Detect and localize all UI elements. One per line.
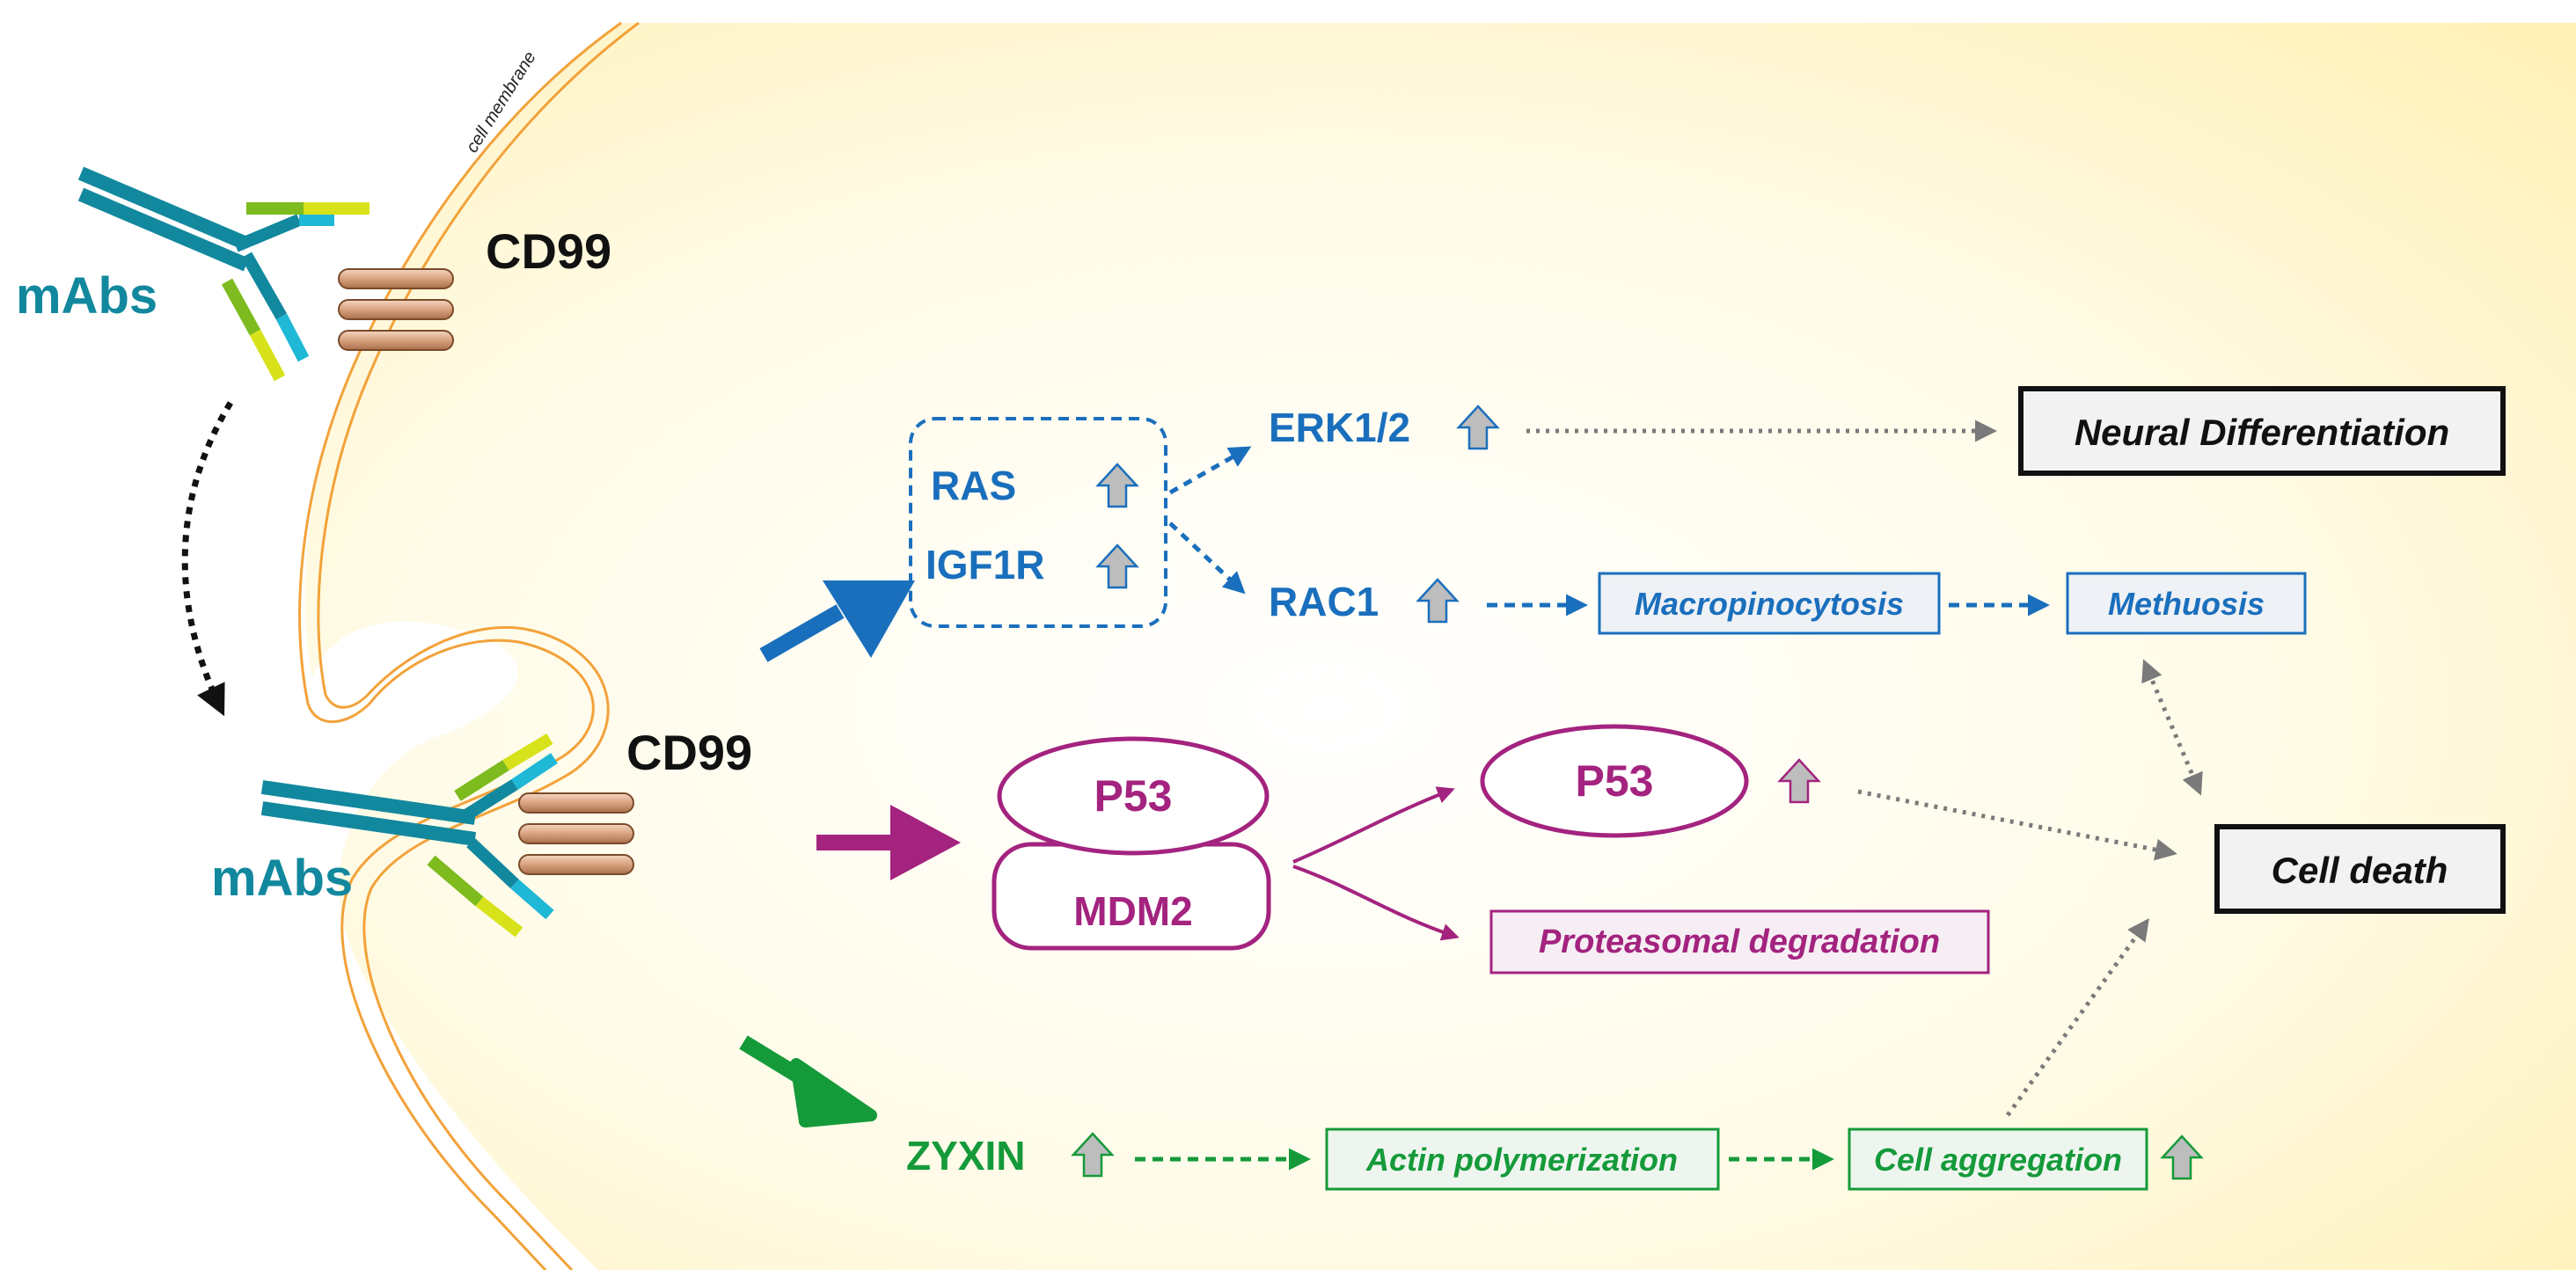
antibody-icon-top <box>77 166 370 382</box>
actin-polymerization-box <box>1325 1128 1720 1191</box>
p53-free-label: P53 <box>1576 756 1654 806</box>
arrow-to-proteasomal <box>1292 865 1460 941</box>
methuosis-cell-death-link <box>2141 659 2203 796</box>
methuosis-box <box>2066 572 2307 635</box>
ras-igf1r-box <box>909 417 1167 628</box>
proteasomal-degradation-label: Proteasomal degradation <box>1539 923 1940 960</box>
ras-label: RAS <box>931 463 1016 508</box>
internalization-arrow <box>181 401 233 717</box>
cytoplasm <box>304 23 2576 1270</box>
cell-membrane <box>298 21 640 1270</box>
arrow-to-rac1 <box>1168 522 1246 595</box>
cd99-receptor-icon-bottom <box>518 792 634 875</box>
cell-death-box <box>2214 824 2506 914</box>
blue-block-arrow <box>759 580 915 662</box>
mdm2-label: MDM2 <box>1073 888 1192 934</box>
p53-complex-label: P53 <box>1094 771 1173 821</box>
mabs-label-top: mAbs <box>16 267 157 325</box>
aggregation-to-cell-death-arrow <box>2005 917 2149 1117</box>
cell-aggregation-label: Cell aggregation <box>1874 1142 2122 1178</box>
cd99-receptor-icon-top <box>338 268 454 351</box>
cell-death-label: Cell death <box>2272 850 2448 891</box>
arrow-to-p53-free <box>1292 786 1455 864</box>
rac1-label: RAC1 <box>1269 579 1379 624</box>
proteasomal-degradation-box <box>1489 909 1990 974</box>
actin-polymerization-label: Actin polymerization <box>1365 1142 1678 1178</box>
cd99-label-top: CD99 <box>486 223 611 279</box>
cell-aggregation-box <box>1848 1128 2148 1191</box>
mabs-label-bottom: mAbs <box>211 850 353 907</box>
p53-free-shape <box>1480 724 1749 838</box>
neural-differentiation-box <box>2018 386 2506 476</box>
macropinocytosis-box <box>1598 572 1941 635</box>
p53-complex-shape <box>997 736 1270 856</box>
zyxin-label: ZYXIN <box>906 1133 1025 1179</box>
magenta-block-arrow <box>816 805 961 880</box>
methuosis-label: Methuosis <box>2108 586 2265 622</box>
cd99-label-bottom: CD99 <box>626 725 752 780</box>
neural-differentiation-label: Neural Differentiation <box>2075 412 2449 453</box>
antibody-icon-bottom <box>260 733 558 938</box>
igf1r-label: IGF1R <box>926 542 1044 588</box>
macropinocytosis-label: Macropinocytosis <box>1635 586 1904 622</box>
erk-label: ERK1/2 <box>1269 405 1410 450</box>
green-block-arrow <box>739 1035 877 1128</box>
